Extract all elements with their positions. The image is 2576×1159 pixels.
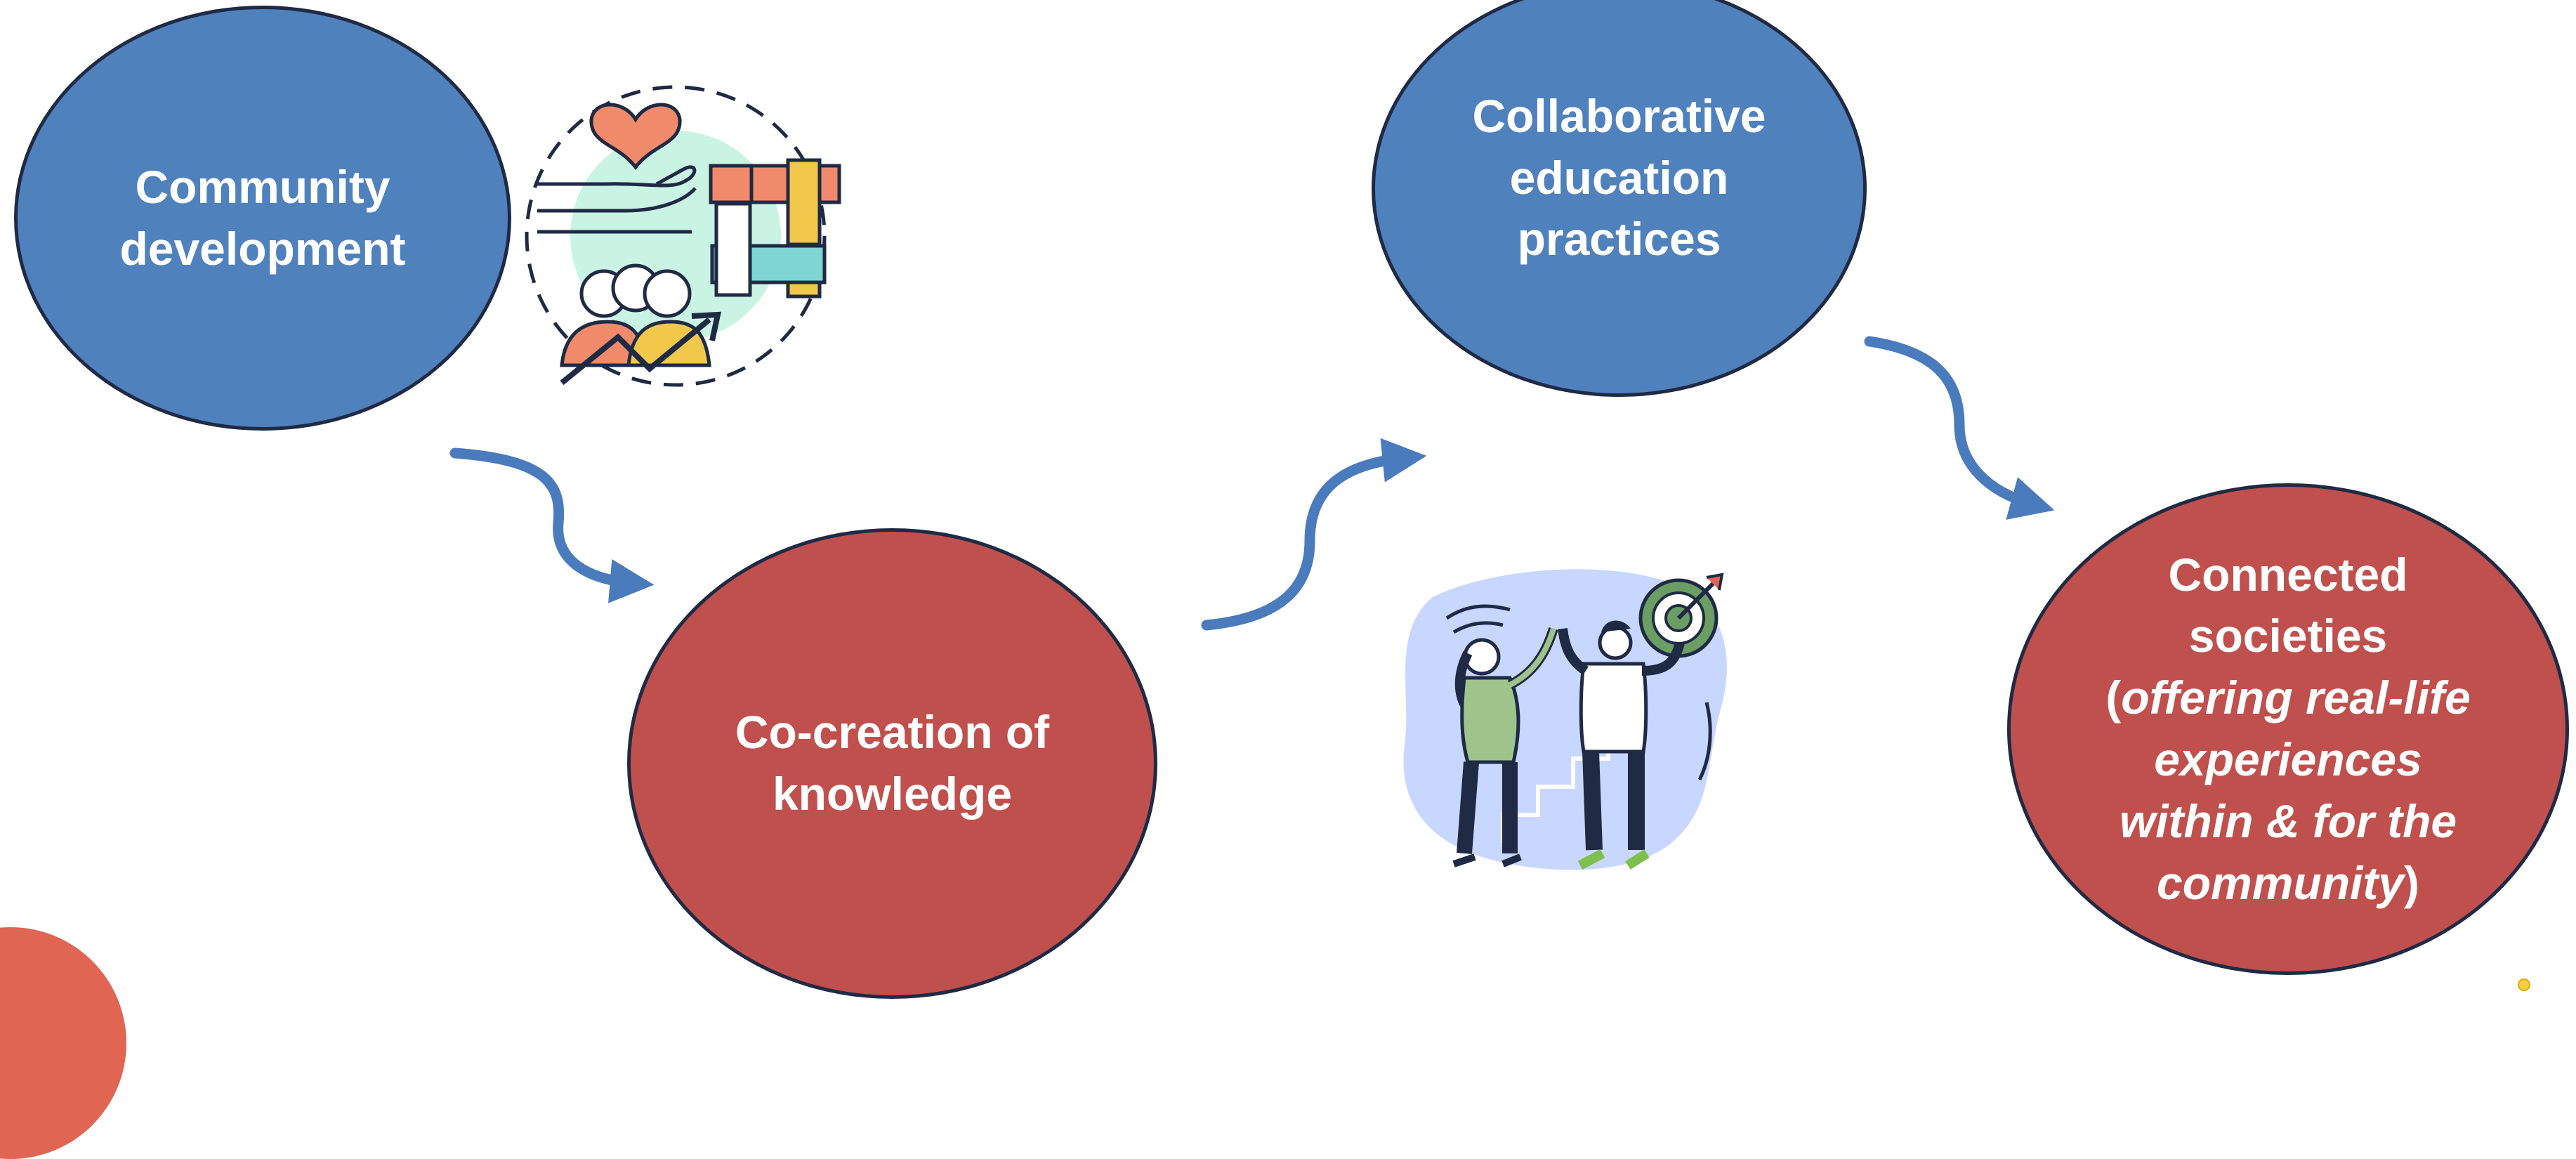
teamwork-success-illustration [1403, 569, 1727, 870]
node-label: Co-creation of knowledge [735, 706, 1050, 820]
node-collaborative-education-practices: Collaborative education practices [1372, 0, 1867, 397]
close-paren: ) [2404, 856, 2420, 909]
node-label: Connected societies (offering real-life … [2105, 544, 2471, 915]
open-paren: ( [2105, 672, 2122, 724]
arrow-community-to-cocreation [449, 447, 655, 603]
community-collaboration-icon [525, 85, 841, 387]
arrow-cocreation-to-collaborative [1201, 438, 1427, 631]
node-co-creation-of-knowledge: Co-creation of knowledge [627, 528, 1157, 999]
node-label: Community development [119, 160, 406, 275]
node-label: Collaborative education practices [1472, 89, 1766, 266]
node-connected-societies: Connected societies (offering real-life … [2007, 483, 2569, 975]
node-label-italic: offering real-life experiences within & … [2119, 672, 2471, 909]
slide-indicator-dot [2518, 978, 2530, 991]
connector-layer [449, 85, 2055, 870]
arrow-collaborative-to-connected [1864, 336, 2055, 520]
node-label-lead: Connected societies [2168, 548, 2408, 662]
node-community-development: Community development [14, 6, 511, 431]
